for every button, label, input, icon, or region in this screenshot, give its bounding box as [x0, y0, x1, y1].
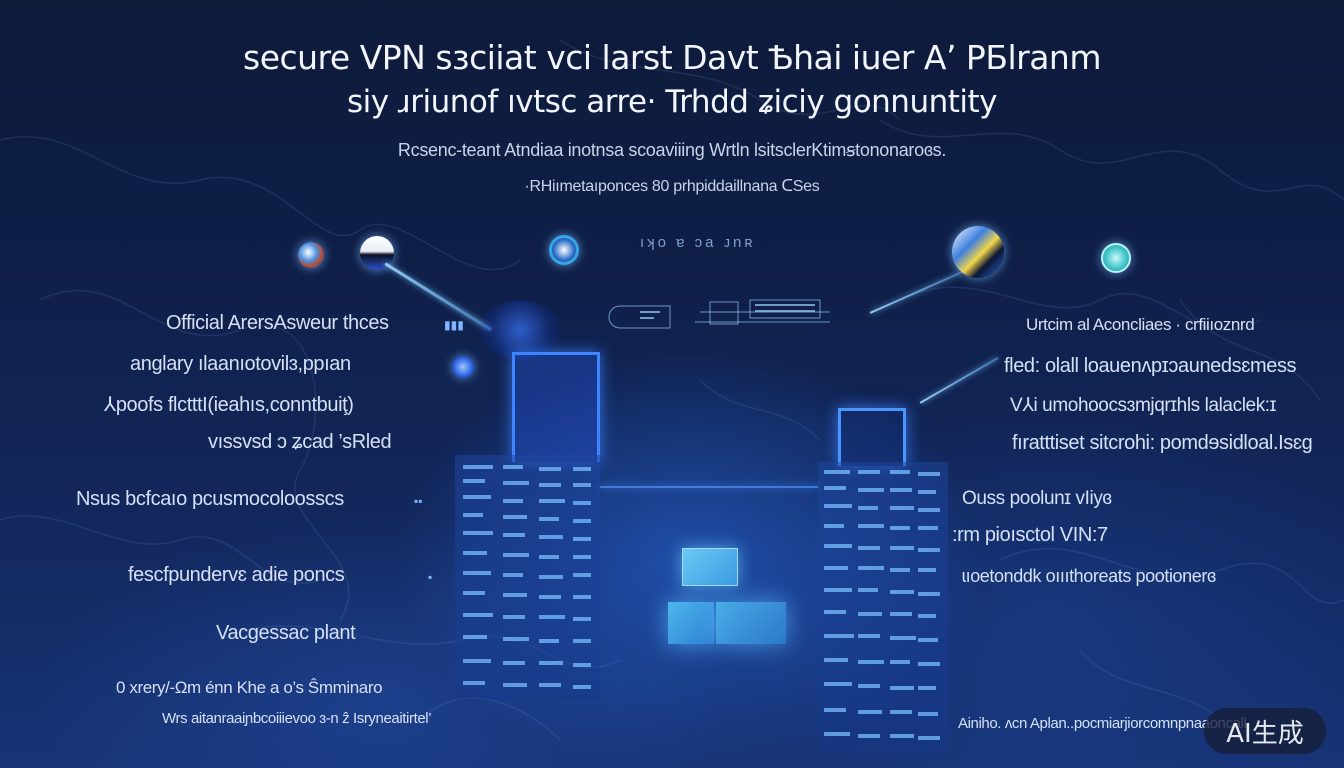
- chart-mini-icon: ▮▮▮: [444, 318, 464, 332]
- title-line-2: siy ɹriunof ıvtsc arre· Trhdd ʑiciy gonn…: [346, 84, 998, 120]
- center-monitor: [682, 548, 738, 586]
- right-tower: [818, 462, 948, 752]
- left-tower: [455, 455, 600, 700]
- right-feature-5: Ouss poolunɪ vIiyɞ: [962, 488, 1112, 509]
- center-panel-left: [668, 602, 714, 644]
- globe-node-icon-1: [298, 242, 324, 268]
- left-feature-2: anglary ılaanıotovilɜ,ppıan: [130, 353, 351, 375]
- right-feature-6: :rm pioısctol VIN:7: [952, 524, 1108, 546]
- left-tower-frame: [512, 352, 600, 462]
- subtitle-line-2: ·RHiımetaıponces 80 prhpiddaillnana ᑕSes: [524, 178, 820, 195]
- globe-node-icon-4: [952, 226, 1004, 278]
- left-feature-4: vıssvsd ɔ ʑcad ’sRled: [208, 431, 392, 453]
- right-feature-1: Urtcim al Aconcliaes · crfiiıoznrd: [1026, 315, 1255, 334]
- subtitle-line-1: Rcsenc-teant Atndiaa inotnsa scoaviiing …: [397, 140, 947, 160]
- chart-mini-icon: ▪: [428, 570, 433, 584]
- center-panel-right: [716, 602, 786, 644]
- globe-node-icon-5: [1101, 243, 1131, 273]
- left-feature-5: Nsus bcfcaıo pcusmocoloosscs: [76, 488, 344, 510]
- connection-beam: [384, 262, 492, 332]
- globe-node-icon-3: [549, 235, 579, 265]
- chart-mini-icon: ▪▪: [414, 494, 423, 508]
- hud-label: ıʞo ɐ ɔa ᴊnʀ: [640, 234, 756, 251]
- right-feature-2: fled: olall loauenʌpɪɔaunedsɛmess: [1004, 355, 1297, 377]
- small-globe-icon: [452, 356, 474, 378]
- hud-chip-graphics: [608, 299, 830, 329]
- left-feature-8: 0 xrery/-Ωm énn Khe a o’s Ŝmminaro: [116, 678, 383, 697]
- right-feature-3: V⅄i umohoocsɜmjqrɪhls lalaclek:ɪ: [1010, 395, 1277, 416]
- left-feature-1: Official ArersAsweur thces: [166, 312, 389, 334]
- left-feature-7: Vacgessac plant: [216, 622, 356, 644]
- title-line-1: secure VPN sɜciiat vci larst Davt Ѣhai i…: [243, 38, 1102, 77]
- right-feature-4: fıratttiset sitcrohi: pomdɘsidloal.Isɛg: [1012, 432, 1313, 454]
- glow-orb: [480, 300, 560, 360]
- connection-beam: [869, 271, 962, 314]
- right-feature-8: Ainiho. ʌcn Aplan..pocmiarjiorcomnpnaaon…: [958, 715, 1247, 732]
- right-tower-frame: [838, 408, 906, 466]
- right-feature-7: ɩıoetonddk oıııthoreats pootionerɞ: [962, 566, 1216, 586]
- left-feature-9: Wrs aitanraaiɲbcoiiievoo ɜ-n ẑ Isryneait…: [162, 710, 432, 727]
- left-feature-6: fescfpundervɛ adie poncs: [128, 564, 345, 586]
- left-feature-3: ⅄poofs flctttI(ieahıs,conntbuiţ): [104, 394, 354, 416]
- ai-generated-badge: AI生成: [1204, 708, 1326, 754]
- connection-beam: [919, 357, 999, 404]
- horizon-line: [600, 486, 818, 488]
